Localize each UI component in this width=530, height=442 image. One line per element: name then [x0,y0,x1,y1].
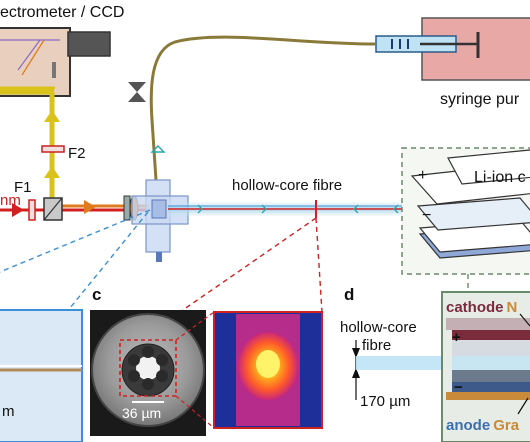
cathode-pointer [519,313,530,327]
valve-bottom [128,92,146,102]
filter-f2 [41,145,65,153]
ccd-camera [67,31,111,57]
sem-capillary-3 [156,370,168,382]
anode-layer-1 [452,370,530,382]
anode-current-collector [446,392,530,400]
fibre-flow-marker-3 [353,204,359,214]
fibre-flow-markers [197,204,399,214]
cell-layer-top [447,149,530,185]
cross-center [151,199,167,219]
panel-b: m [0,309,83,442]
syringe-pump-label: syringe pur [440,91,520,108]
sem-capillary-5 [128,370,140,382]
sem-capillary-2 [156,354,168,366]
panel-b-scale-label: m [2,403,15,420]
arrow-up-icon-2 [44,166,60,178]
objective-housing [123,195,131,221]
f1-label: F1 [14,179,32,196]
fibre-flow-marker-2 [261,204,267,214]
cell-layer-middle [416,197,530,231]
spectrometer-ray-2 [17,39,41,71]
fibre-flow-marker-4 [393,204,399,214]
sem-capillaries [128,346,168,390]
fibre-flow-marker-1 [197,204,203,214]
spectrometer-grating [52,62,56,78]
chevron-up-icon [150,145,166,153]
cell-minus-sign: − [422,207,431,224]
anode-word: anode [446,417,490,434]
cell-plus-sign: + [418,167,427,184]
sem-capillary-4 [142,378,154,390]
heatmap-core [256,350,280,378]
wavelength-label: nm [0,192,21,209]
panel-d-plus-sign: + [452,329,461,346]
li-ion-label: Li-ion c [474,169,526,186]
electrolyte-gap [452,356,530,370]
capillary-tube [149,35,377,181]
panel-d-dimension-label: 170 µm [360,393,410,410]
cathode-layer-2 [452,330,530,340]
sem-to-heatmap-link-2 [175,395,215,429]
zoom-line-blue-2 [69,211,149,309]
li-ion-cell: + − Li-ion c [410,149,530,259]
valve-icon [128,82,146,102]
syringe-pump: syringe pur [375,17,530,108]
spectrometer: ectrometer / CCD [0,4,124,97]
cross-cap [156,252,162,262]
hollow-core-fibre-label: hollow-core fibre [232,177,342,194]
cathode-material: N [507,299,518,316]
sem-core [136,356,160,380]
cathode-layer-1 [446,318,530,330]
panel-c-scale-label: 36 µm [122,405,161,421]
f2-label: F2 [68,145,86,162]
arrow-right-icon-2 [84,200,96,214]
zoom-line-red-2 [315,217,323,313]
sem-capillary-1 [142,346,154,358]
panel-c-letter: c [92,285,101,304]
spectrometer-body [0,27,71,97]
separator-layer [452,340,530,356]
sem-capillary-6 [128,354,140,366]
panel-c: c 36 µm [90,285,323,436]
spectrometer-label: ectrometer / CCD [0,4,124,21]
arrow-up-icon [44,110,60,122]
zoom-line-blue-1 [0,209,151,273]
anode-layer-2 [452,382,530,392]
panel-b-frame [0,309,83,442]
panel-d-minus-sign: − [454,379,463,396]
panel-d-fibre-label-2: fibre [362,337,391,354]
anode-pointer [517,397,529,415]
panel-d-letter: d [344,285,354,304]
beam-splitter-diagonal [43,197,63,221]
anode-material: Gra [493,417,520,434]
zoom-line-red-1 [179,217,317,313]
filter-f1 [28,199,36,221]
sem-zoom-box [119,339,177,397]
panel-d-fibre-label-1: hollow-core [340,319,417,336]
valve-top [128,82,146,92]
panel-d-fibre [356,356,446,370]
sem-to-heatmap-link-1 [175,311,215,341]
spectrometer-ray-3 [21,39,45,76]
cathode-word: cathode [446,299,504,316]
arrow-right-icon [12,203,24,217]
